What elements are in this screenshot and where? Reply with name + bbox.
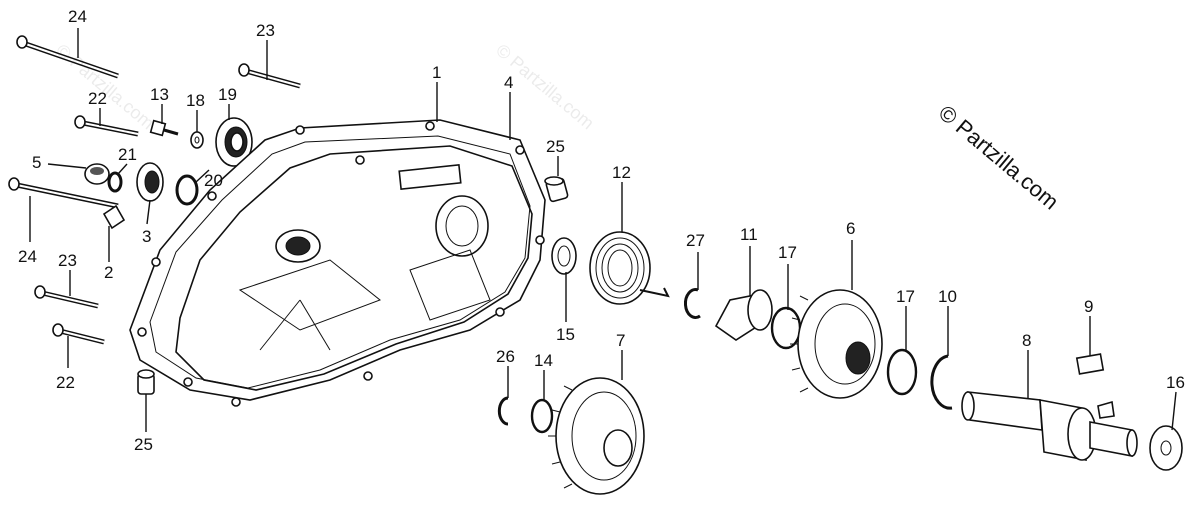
ratchet-11 bbox=[714, 289, 773, 341]
callout: 23 bbox=[58, 251, 77, 270]
gasket-4 bbox=[175, 145, 533, 391]
spring-9 bbox=[1075, 353, 1105, 375]
washer-15 bbox=[551, 237, 577, 275]
callout: 21 bbox=[118, 145, 137, 164]
callout: 11 bbox=[740, 225, 758, 244]
callout: 26 bbox=[496, 347, 515, 366]
circlip-27 bbox=[684, 288, 701, 320]
callout: 18 bbox=[186, 91, 205, 110]
case-cover-1 bbox=[129, 119, 546, 407]
callout: 2 bbox=[104, 263, 113, 282]
callout: 27 bbox=[686, 231, 705, 250]
callout: 22 bbox=[56, 373, 75, 392]
callout: 4 bbox=[504, 73, 513, 92]
callout: 19 bbox=[218, 85, 237, 104]
callout: 10 bbox=[938, 287, 957, 306]
washer-16 bbox=[1149, 425, 1183, 471]
spindle-8 bbox=[961, 391, 1138, 461]
bolt-22-lower bbox=[52, 323, 105, 345]
callout: 22 bbox=[88, 89, 107, 108]
callout: 6 bbox=[846, 219, 855, 238]
leader-lines bbox=[29, 28, 1177, 432]
callout: 15 bbox=[556, 325, 575, 344]
callout: 25 bbox=[546, 137, 565, 156]
bolt-13 bbox=[149, 119, 179, 137]
callout: 1 bbox=[432, 63, 441, 82]
callout: 12 bbox=[612, 163, 631, 182]
bolt-22-top bbox=[74, 115, 139, 137]
callout: 24 bbox=[18, 247, 37, 266]
bolt-24-top bbox=[16, 35, 119, 79]
bolt-23-lower bbox=[34, 285, 99, 309]
dowel-pin-25-lower bbox=[137, 369, 155, 395]
callout: 9 bbox=[1084, 297, 1093, 316]
oil-seal-19 bbox=[215, 117, 253, 167]
callouts: 24 23 22 13 18 19 1 4 25 12 5 21 20 3 2 … bbox=[18, 7, 1185, 454]
callout: 5 bbox=[32, 153, 41, 172]
idle-gear-7 bbox=[548, 377, 645, 495]
dowel-pin-25-upper bbox=[544, 176, 569, 203]
clip-2 bbox=[102, 204, 126, 230]
callout: 13 bbox=[150, 85, 169, 104]
callout: 17 bbox=[778, 243, 797, 262]
callout: 17 bbox=[896, 287, 915, 306]
washer-14 bbox=[530, 398, 554, 434]
callout: 25 bbox=[134, 435, 153, 454]
cap-5 bbox=[84, 163, 110, 185]
callout: 16 bbox=[1166, 373, 1185, 392]
kick-gear-6 bbox=[790, 289, 883, 399]
kick-spring-12 bbox=[589, 231, 670, 305]
callout: 23 bbox=[256, 21, 275, 40]
oil-seal-3 bbox=[136, 162, 164, 202]
bolt-23-top bbox=[238, 63, 301, 89]
o-ring-20 bbox=[175, 174, 199, 206]
callout: 3 bbox=[142, 227, 151, 246]
callout: 14 bbox=[534, 351, 553, 370]
callout: 7 bbox=[616, 331, 625, 350]
washer-17-right bbox=[886, 348, 918, 396]
bolt-24-lower bbox=[8, 177, 119, 209]
callout: 8 bbox=[1022, 331, 1031, 350]
callout: 20 bbox=[204, 171, 223, 190]
callout: 24 bbox=[68, 7, 87, 26]
washer-17-left bbox=[770, 306, 802, 350]
washer-18 bbox=[190, 131, 204, 149]
circlip-26 bbox=[497, 396, 509, 426]
o-ring-21 bbox=[107, 171, 123, 193]
circlip-10 bbox=[930, 354, 953, 410]
